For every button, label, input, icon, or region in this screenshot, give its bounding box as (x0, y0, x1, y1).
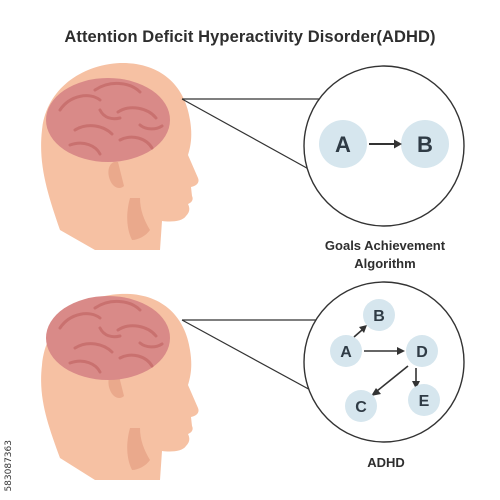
connector-top-lower (181, 98, 315, 173)
head-top (41, 62, 199, 250)
head-top-ear (108, 161, 124, 188)
head-top-neck-shadow (127, 198, 150, 240)
node-top-b-label: B (417, 132, 433, 157)
caption-goals-line2: Algorithm (354, 256, 416, 271)
head-bottom-neck-shadow (127, 428, 150, 470)
node-bottom-b-label: B (373, 308, 385, 325)
arrow-d-to-e (412, 368, 420, 389)
node-bottom-d (406, 335, 438, 367)
brain-bottom (46, 296, 170, 380)
caption-goals-line1: Goals Achievement (324, 238, 446, 253)
zoom-circle-top (303, 65, 465, 227)
node-bottom-e-label: E (419, 393, 430, 410)
arrow-a-to-b (369, 139, 402, 149)
node-top-a-label: A (335, 132, 351, 157)
node-top-b (401, 120, 449, 168)
node-bottom-c-label: C (355, 399, 367, 416)
caption-goals: Goals Achievement Algorithm (300, 237, 470, 273)
head-bottom (41, 293, 199, 480)
node-bottom-a-label: A (340, 344, 352, 361)
page-title: Attention Deficit Hyperactivity Disorder… (64, 28, 436, 46)
node-top-a (319, 120, 367, 168)
node-bottom-c (345, 390, 377, 422)
arrow-d-to-c (371, 365, 409, 396)
arrow-a-to-d (364, 347, 405, 355)
node-bottom-e (408, 384, 440, 416)
brain-top (46, 78, 170, 162)
arrow-a-to-b-bottom (353, 325, 367, 338)
node-bottom-d-label: D (416, 344, 428, 361)
caption-adhd: ADHD (367, 455, 405, 470)
node-bottom-b (363, 299, 395, 331)
node-bottom-a (330, 335, 362, 367)
stock-id: 583087363 (4, 440, 14, 492)
connector-bottom-lower (181, 319, 315, 393)
